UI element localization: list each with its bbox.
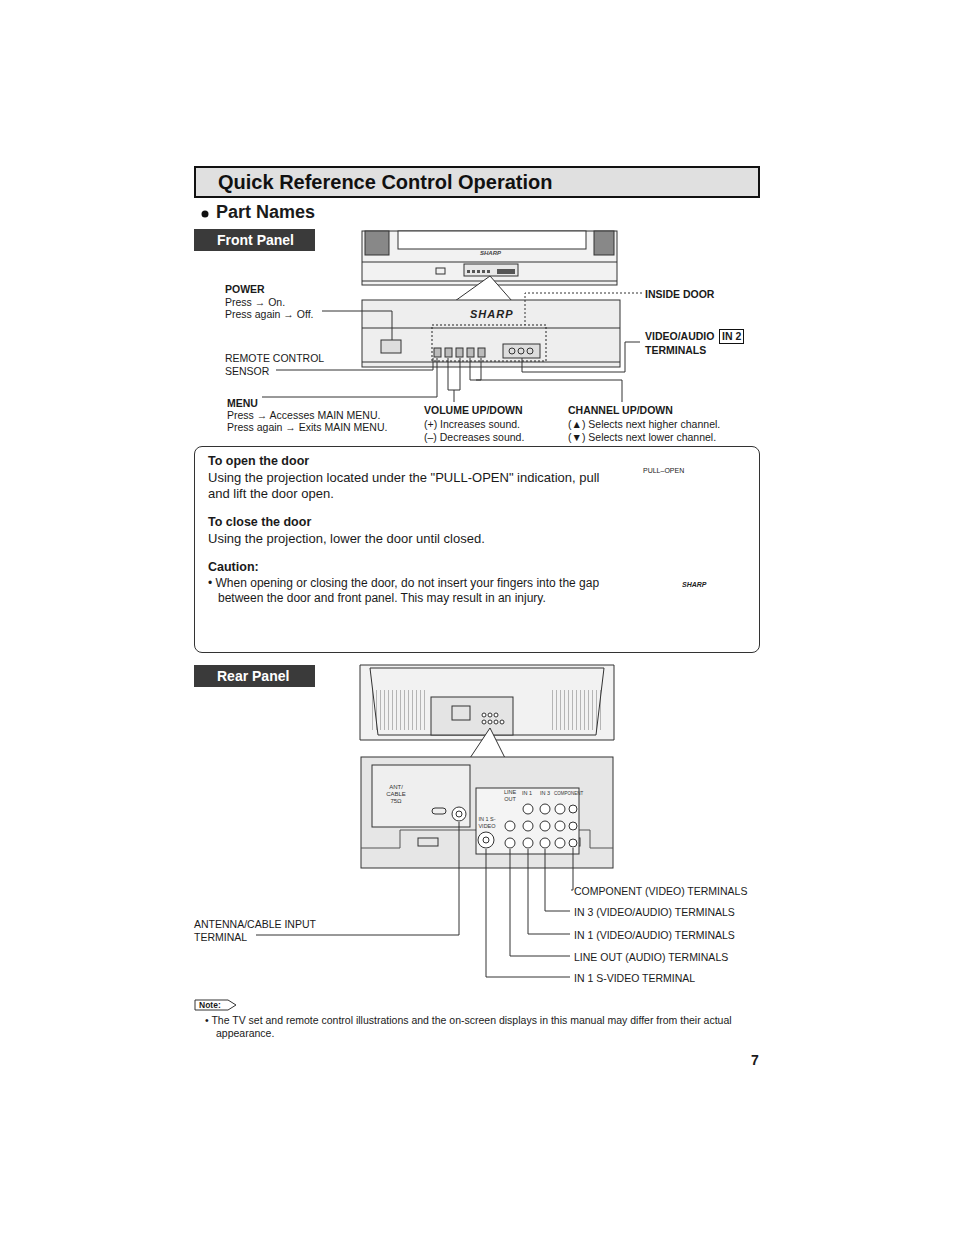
part-name: CHANNEL UP/DOWN xyxy=(568,404,673,417)
caution-text: Caution: xyxy=(208,560,613,574)
instruction: (▲) Selects next higher channel. xyxy=(568,418,720,431)
caution-box: To open the doorUsing the projection loc… xyxy=(194,446,760,653)
part-name: VIDEO/AUDIO xyxy=(645,330,714,343)
part-name: COMPONENT (VIDEO) TERMINALS xyxy=(574,885,747,898)
caution-text: To close the door xyxy=(208,515,613,529)
part-name: MENU xyxy=(227,397,258,410)
panel-marking: COMPONENT xyxy=(554,791,583,796)
brand-logo: SHARP xyxy=(682,581,707,589)
caution-text: Using the projection, lower the door unt… xyxy=(208,531,613,546)
note-tag: Note: xyxy=(199,1000,221,1010)
part-name: INSIDE DOOR xyxy=(645,288,714,301)
part-name: TERMINALS xyxy=(645,344,706,357)
boxed-tag: IN 2 xyxy=(719,329,744,344)
panel-marking: IN 3 xyxy=(540,790,550,797)
instruction: Press again → Off. xyxy=(225,308,314,321)
instruction: (–) Decreases sound. xyxy=(424,431,524,444)
brand-logo: SHARP xyxy=(470,308,514,321)
heading: Part Names xyxy=(216,202,315,224)
note-text: • The TV set and remote control illustra… xyxy=(205,1014,771,1039)
band-label: Rear Panel xyxy=(217,668,315,684)
part-name: IN 1 S-VIDEO TERMINAL xyxy=(574,972,695,985)
panel-marking: IN 1 xyxy=(522,790,532,797)
instruction: Press → On. xyxy=(225,296,285,309)
panel-marking: LINE OUT xyxy=(502,789,518,802)
instruction: (▼) Selects next lower channel. xyxy=(568,431,716,444)
band-label: Front Panel xyxy=(217,232,315,248)
part-name: IN 1 (VIDEO/AUDIO) TERMINALS xyxy=(574,929,735,942)
instruction: (+) Increases sound. xyxy=(424,418,520,431)
panel-marking: IN 1 S-VIDEO xyxy=(478,816,496,829)
caution-text: Using the projection located under the "… xyxy=(208,470,613,501)
part-name: IN 3 (VIDEO/AUDIO) TERMINALS xyxy=(574,906,735,919)
caution-text: To open the door xyxy=(208,454,613,468)
caution-text: • When opening or closing the door, do n… xyxy=(208,576,623,605)
instruction: Press → Accesses MAIN MENU. xyxy=(227,409,380,422)
part-name: ANTENNA/CABLE INPUT TERMINAL xyxy=(194,918,324,943)
part-name: VOLUME UP/DOWN xyxy=(424,404,523,417)
section-band: Rear Panel xyxy=(194,665,315,687)
part-name: REMOTE CONTROL SENSOR xyxy=(225,352,325,377)
door-marking: PULL–OPEN xyxy=(643,467,684,475)
panel-marking: ANT/ CABLE 75Ω xyxy=(382,784,410,806)
page-number: 7 xyxy=(751,1052,759,1069)
part-name: LINE OUT (AUDIO) TERMINALS xyxy=(574,951,728,964)
brand-logo: SHARP xyxy=(480,250,501,257)
part-name: POWER xyxy=(225,283,265,296)
instruction: Press again → Exits MAIN MENU. xyxy=(227,421,387,434)
section-band: Front Panel xyxy=(194,229,315,251)
title-band: Quick Reference Control Operation xyxy=(194,166,760,198)
